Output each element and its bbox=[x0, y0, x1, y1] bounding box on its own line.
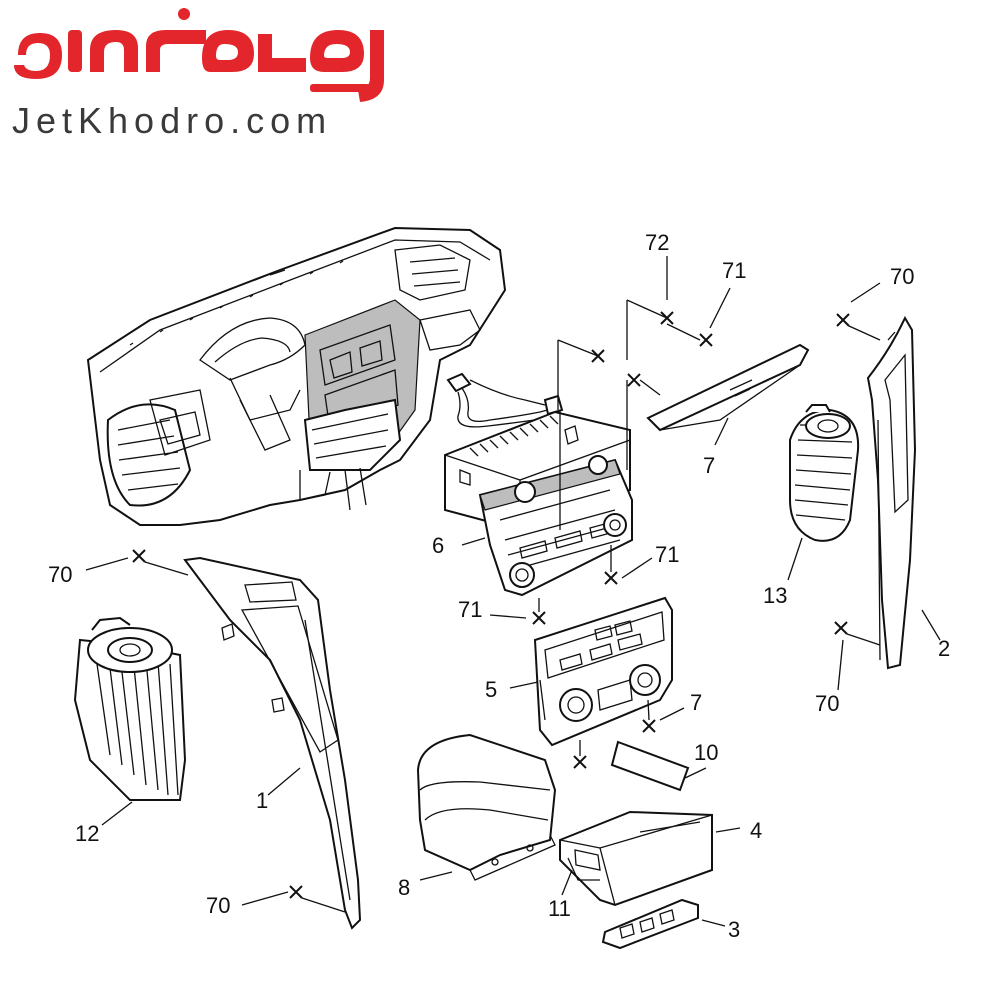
callout-70-top-right: 70 bbox=[890, 264, 914, 289]
part-12-left-vent bbox=[73, 616, 187, 801]
part-4-drawer bbox=[559, 810, 713, 907]
fastener-70-top-right bbox=[836, 313, 850, 327]
fastener-7 bbox=[642, 719, 656, 733]
fastener-70-right bbox=[834, 621, 848, 635]
fastener-71-mid bbox=[604, 571, 618, 585]
fastener-70-bottom bbox=[289, 885, 303, 899]
fastener-70-left bbox=[132, 549, 146, 563]
callout-12: 12 bbox=[75, 821, 99, 846]
callout-70-right: 70 bbox=[815, 691, 839, 716]
callout-70-left: 70 bbox=[48, 562, 72, 587]
fastener-c bbox=[573, 755, 587, 769]
callout-71-top: 71 bbox=[722, 258, 746, 283]
callout-10: 10 bbox=[694, 740, 718, 765]
part-3-switch-strip bbox=[601, 898, 699, 950]
callout-6: 6 bbox=[432, 533, 444, 558]
fastener-71-top bbox=[699, 333, 713, 347]
callout-5: 5 bbox=[485, 677, 497, 702]
part-7-trim-strip bbox=[646, 343, 810, 432]
callout-7-top: 7 bbox=[703, 453, 715, 478]
part-1-left-trim-panel bbox=[183, 556, 362, 930]
dashboard-overview bbox=[86, 226, 507, 526]
part-6-radio-unit bbox=[444, 410, 633, 597]
fastener-71-low bbox=[532, 611, 546, 625]
callout-72: 72 bbox=[645, 230, 669, 255]
part-5-climate-panel bbox=[533, 596, 673, 747]
logo-latin-text: JetKhodro.com bbox=[12, 100, 333, 141]
jetkhodro-logo-mark bbox=[14, 8, 384, 102]
callout-71-mid: 71 bbox=[655, 542, 679, 567]
callout-3: 3 bbox=[728, 917, 740, 942]
callout-8: 8 bbox=[398, 875, 410, 900]
part-13-right-vent bbox=[789, 404, 860, 542]
part-8-storage-tray bbox=[416, 733, 557, 881]
callout-70-bottom: 70 bbox=[206, 893, 230, 918]
part-2-right-trim-panel bbox=[866, 315, 917, 670]
callout-11: 11 bbox=[548, 896, 571, 921]
fastener-marks bbox=[132, 311, 850, 899]
part-11-bracket bbox=[567, 857, 600, 881]
callout-labels: 72 71 70 7 6 71 13 2 70 71 70 12 1 5 7 7… bbox=[48, 230, 950, 942]
callout-13: 13 bbox=[763, 583, 787, 608]
callout-1: 1 bbox=[256, 788, 268, 813]
callout-4: 4 bbox=[750, 818, 762, 843]
callout-71-low: 71 bbox=[458, 597, 482, 622]
callout-2: 2 bbox=[938, 636, 950, 661]
part-10-plate bbox=[610, 740, 690, 792]
callout-7-mid: 7 bbox=[690, 690, 702, 715]
fastener-b bbox=[627, 373, 641, 387]
leader-lines bbox=[85, 256, 941, 927]
